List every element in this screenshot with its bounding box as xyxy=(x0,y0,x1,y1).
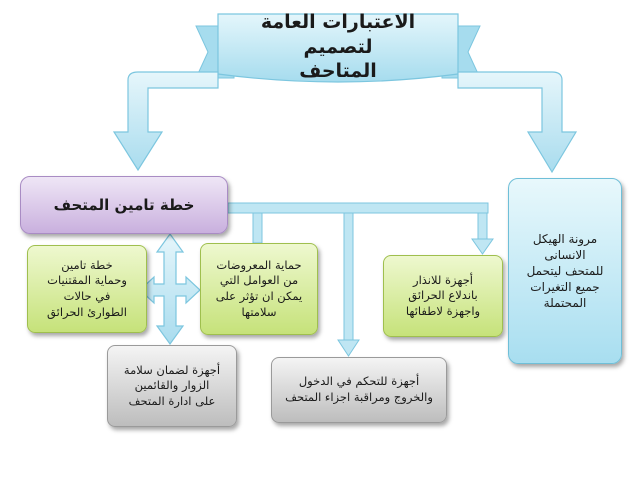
node-emergency-protection-plan: خطة تامين وحماية المقتنيات في حالات الطو… xyxy=(27,245,147,333)
branch-to-alarm xyxy=(477,212,488,242)
node-museum-security-plan: خطة تامين المتحف xyxy=(20,176,228,234)
node-structural-flexibility: مرونة الهيكل الانسانى للمتحف ليتحمل جميع… xyxy=(508,178,622,364)
branch-to-exhibits xyxy=(252,212,263,244)
arrowhead-to-entry xyxy=(337,339,360,357)
arrow-banner-to-flex xyxy=(457,71,578,174)
node-visitor-safety-devices: أجهزة لضمان سلامة الزوار والقائمين على ا… xyxy=(107,345,237,427)
node-fire-alarm-devices: أجهزة للانذار باندلاع الحرائق واجهزة لاط… xyxy=(383,255,503,337)
diagram-title: الاعتبارات العامة لتصميم المتاحف xyxy=(260,10,416,83)
arrow-banner-to-plan xyxy=(112,71,219,172)
node-access-control-devices: أجهزة للتحكم في الدخول والخروج ومراقبة ا… xyxy=(271,357,447,423)
branch-to-entry xyxy=(343,212,354,344)
arrowhead-to-alarm xyxy=(471,238,494,255)
title-banner xyxy=(217,13,459,83)
connector-bar xyxy=(227,202,489,214)
node-exhibits-protection: حماية المعروضات من العوامل التي يمكن ان … xyxy=(200,243,318,335)
cross-arrow xyxy=(139,232,201,346)
